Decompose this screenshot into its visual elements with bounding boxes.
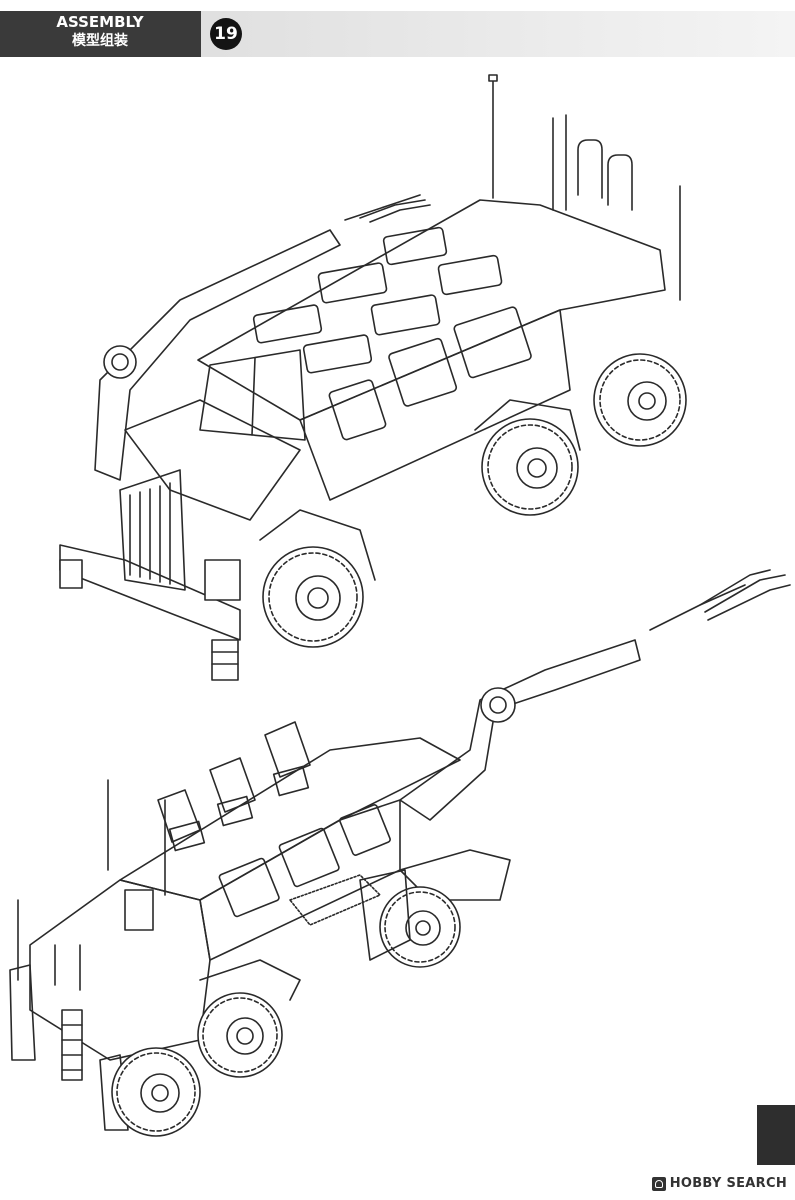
section-title: ASSEMBLY (56, 13, 144, 31)
section-subtitle: 模型组装 (72, 33, 128, 49)
watermark: HOBBY SEARCH (651, 1176, 787, 1191)
header-section-label (0, 11, 201, 57)
watermark-text: HOBBY SEARCH (669, 1176, 787, 1191)
step-number-badge: 19 (210, 18, 242, 50)
page-corner-tab (757, 1105, 795, 1165)
hobby-search-logo-icon (651, 1176, 666, 1191)
